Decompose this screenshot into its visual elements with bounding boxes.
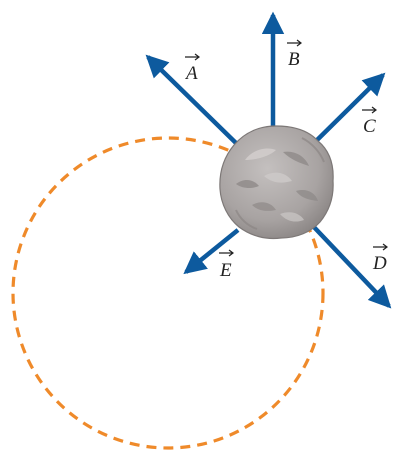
vector-a-text: A bbox=[184, 63, 198, 84]
vector-b-text: B bbox=[288, 49, 300, 70]
vector-c-label: C bbox=[362, 107, 376, 137]
vector-c-text: C bbox=[363, 116, 376, 137]
vector-a-label: A bbox=[184, 54, 199, 84]
vector-d-label: D bbox=[372, 244, 387, 274]
rock-icon bbox=[220, 126, 333, 239]
vector-d-text: D bbox=[372, 253, 387, 274]
vector-e-label: E bbox=[219, 250, 233, 281]
vector-e-text: E bbox=[219, 260, 232, 281]
vector-b-label: B bbox=[287, 40, 301, 70]
